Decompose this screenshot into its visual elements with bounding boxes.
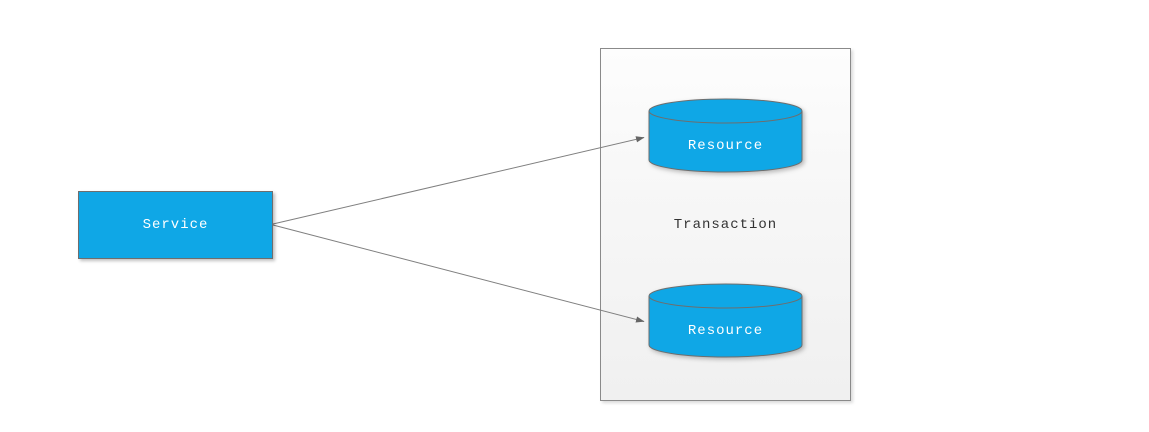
service-node-label: Service: [142, 217, 209, 233]
connector-service-to-resource-1[interactable]: [272, 136, 645, 225]
database-cylinder-icon: [648, 98, 803, 173]
database-cylinder-icon: [648, 283, 803, 358]
service-node[interactable]: Service: [78, 191, 273, 259]
connector-service-to-resource-2[interactable]: [272, 224, 645, 323]
resource-node-1-label: Resource: [687, 137, 764, 154]
resource-node-2[interactable]: Resource: [648, 283, 803, 358]
transaction-group-label: Transaction: [673, 216, 778, 233]
resource-node-1[interactable]: Resource: [648, 98, 803, 173]
resource-node-2-label: Resource: [687, 322, 764, 339]
